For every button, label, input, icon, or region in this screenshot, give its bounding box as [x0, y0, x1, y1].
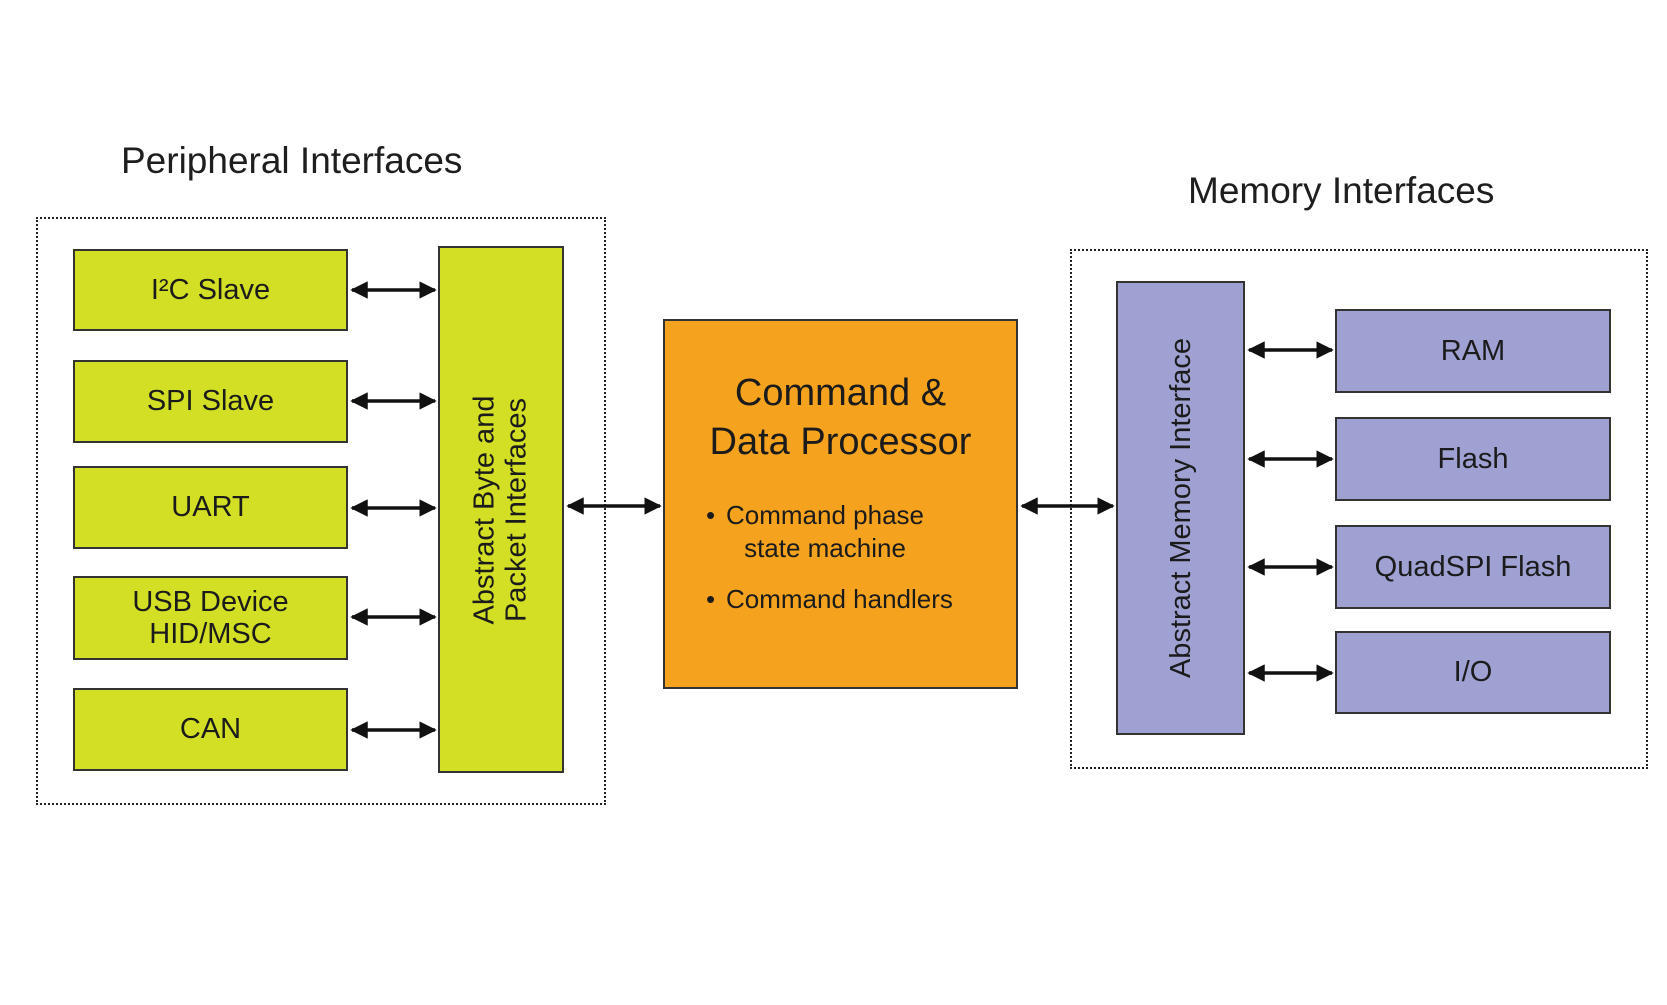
i2c-slave-label: I²C Slave: [150, 273, 271, 306]
command-data-processor-box: Command & Data Processor • Command phase…: [663, 319, 1018, 689]
bullet-dot-2: •: [706, 584, 716, 614]
quadspi-flash-label: QuadSPI Flash: [1374, 550, 1572, 583]
io-box: I/O: [1335, 631, 1611, 714]
can-label: CAN: [179, 713, 242, 746]
uart-label: UART: [171, 491, 250, 524]
processor-title-line2: Data Processor: [709, 421, 972, 463]
usb-device-box: USB Device HID/MSC: [73, 576, 348, 660]
usb-device-label-line2: HID/MSC: [149, 618, 272, 650]
ram-label: RAM: [1440, 334, 1506, 367]
processor-bullet-2: • Command handlers: [706, 583, 953, 616]
peripheral-interfaces-heading: Peripheral Interfaces: [121, 140, 463, 181]
processor-bullet-1-line1: Command phase: [726, 500, 924, 530]
spi-slave-box: SPI Slave: [73, 360, 348, 443]
memory-interfaces-heading: Memory Interfaces: [1188, 170, 1495, 211]
can-box: CAN: [73, 688, 348, 771]
bullet-dot-1: •: [706, 500, 716, 530]
io-label: I/O: [1453, 656, 1493, 689]
quadspi-flash-box: QuadSPI Flash: [1335, 525, 1611, 609]
processor-bullet-1-line2: state machine: [744, 533, 906, 564]
ram-box: RAM: [1335, 309, 1611, 393]
spi-slave-label: SPI Slave: [146, 385, 275, 418]
flash-box: Flash: [1335, 417, 1611, 501]
uart-box: UART: [73, 466, 348, 549]
usb-device-label-line1: USB Device: [132, 585, 289, 618]
processor-bullet-1: • Command phase state machine: [706, 499, 924, 566]
flash-label: Flash: [1437, 442, 1509, 475]
abstract-memory-interface-box: Abstract Memory Interface: [1116, 281, 1245, 735]
i2c-slave-box: I²C Slave: [73, 249, 348, 331]
abstract-byte-packet-box: Abstract Byte and Packet Interfaces: [438, 246, 564, 773]
processor-bullet-2-text: Command handlers: [726, 584, 953, 614]
processor-title-line1: Command &: [734, 372, 947, 414]
